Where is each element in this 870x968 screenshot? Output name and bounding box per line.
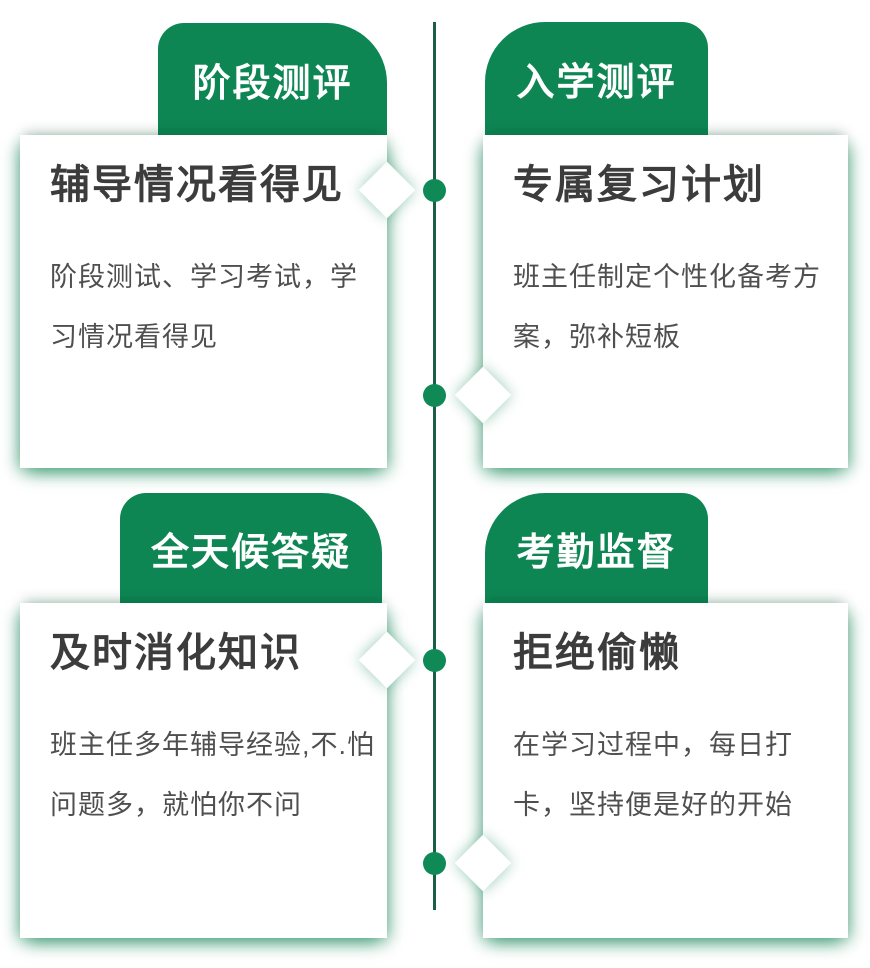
card-body: 阶段测试、学习考试，学 习情况看得见 [50,247,373,367]
card-body: 班主任多年辅导经验,不.怕 问题多，就怕你不问 [50,715,376,835]
card-tab-attendance: 考勤监督 [485,493,708,603]
card-title: 专属复习计划 [513,163,765,207]
feature-card-entrance-assessment: 专属复习计划 班主任制定个性化备考方 案，弥补短板 [454,135,848,468]
card-title: 辅导情况看得见 [50,163,344,207]
body-line: 卡，坚持便是好的开始 [513,790,793,820]
card-tab-entrance-assessment: 入学测评 [485,22,708,135]
feature-card-allday-qa: 及时消化知识 班主任多年辅导经验,不.怕 问题多，就怕你不问 [20,603,416,938]
timeline-dot [423,852,446,875]
timeline-dot [423,649,446,672]
body-line: 问题多，就怕你不问 [50,790,302,820]
bubble-arrow-icon [358,631,416,689]
card-tab-allday-qa: 全天候答疑 [120,493,382,603]
feature-card-stage-assessment: 辅导情况看得见 阶段测试、学习考试，学 习情况看得见 [20,135,416,468]
bubble-arrow-icon [358,161,416,219]
body-line: 案，弥补短板 [513,322,681,352]
timeline-dot [423,384,446,407]
card-title: 及时消化知识 [50,631,302,675]
timeline-line [433,22,436,910]
body-line: 班主任制定个性化备考方 [513,262,821,292]
timeline-dot [423,179,446,202]
body-line: 班主任多年辅导经验,不.怕 [50,730,376,760]
body-line: 习情况看得见 [50,322,218,352]
card-body: 班主任制定个性化备考方 案，弥补短板 [513,247,834,367]
feature-card-attendance: 拒绝偷懒 在学习过程中，每日打 卡，坚持便是好的开始 [454,603,848,938]
bubble-arrow-icon [454,834,512,892]
body-line: 阶段测试、学习考试，学 [50,262,358,292]
body-line: 在学习过程中，每日打 [513,730,793,760]
card-body: 在学习过程中，每日打 卡，坚持便是好的开始 [513,715,834,835]
bubble-arrow-icon [454,366,512,424]
card-title: 拒绝偷懒 [513,631,681,675]
card-tab-stage-assessment: 阶段测评 [158,23,387,135]
